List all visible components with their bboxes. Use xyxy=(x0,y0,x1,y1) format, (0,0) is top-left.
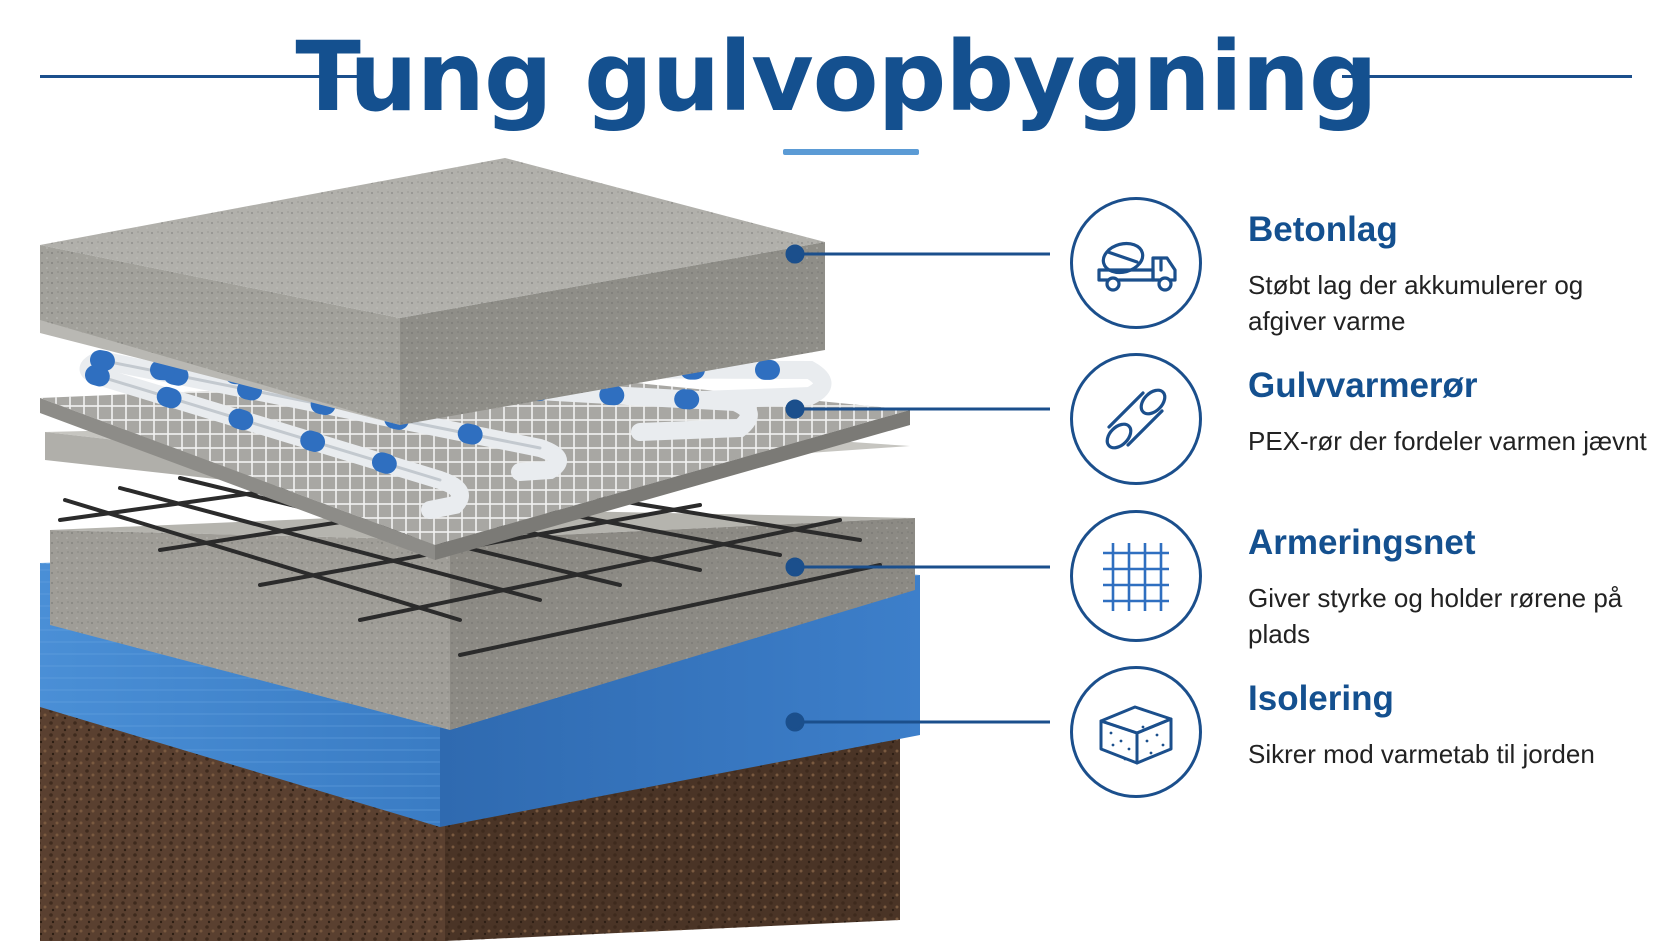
title-rule-left xyxy=(40,75,360,78)
layer-title: Armeringsnet xyxy=(1248,523,1476,562)
pipe-icon xyxy=(1070,353,1202,485)
insulation-block-icon xyxy=(1070,666,1202,798)
layer-item-betonlag: Betonlag Støbt lag der akkumulerer og af… xyxy=(1070,197,1650,347)
layer-title: Gulvvarmerør xyxy=(1248,366,1478,405)
layer-item-gulvvarmeror: Gulvvarmerør PEX-rør der fordeler varmen… xyxy=(1070,353,1650,503)
title-rule-right xyxy=(1342,75,1632,78)
layer-item-armeringsnet: Armeringsnet Giver styrke og holder røre… xyxy=(1070,510,1650,660)
concrete-slab-top xyxy=(40,158,825,425)
leader-lines xyxy=(785,244,1050,732)
layer-description: Sikrer mod varmetab til jorden xyxy=(1248,739,1595,769)
concrete-mixer-truck-icon xyxy=(1070,197,1202,329)
title-underline xyxy=(783,149,919,155)
layer-title: Betonlag xyxy=(1248,210,1398,249)
layer-item-isolering: Isolering Sikrer mod varmetab til jorden xyxy=(1070,666,1650,816)
layer-title: Isolering xyxy=(1248,679,1394,718)
layer-description: Støbt lag der akkumulerer og afgiver var… xyxy=(1248,270,1584,336)
layer-description: Giver styrke og holder rørene på plads xyxy=(1248,583,1623,649)
grid-mesh-icon xyxy=(1070,510,1202,642)
layer-description: PEX-rør der fordeler varmen jævnt xyxy=(1248,426,1647,456)
page-title: Tung gulvopbygning xyxy=(295,21,1377,133)
